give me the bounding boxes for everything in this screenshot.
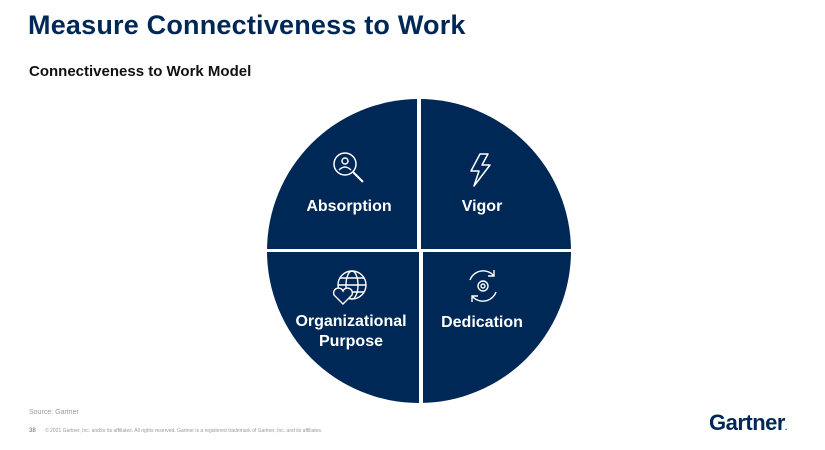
gear-cycle-icon	[469, 270, 497, 302]
dedication-label: Dedication	[441, 314, 523, 331]
gartner-logo: Gartner.	[709, 410, 787, 435]
quadrant-vigor	[421, 99, 571, 249]
page-number: 38	[29, 428, 36, 434]
lightning-bolt-icon	[470, 153, 491, 187]
quadrant-dedication	[423, 252, 571, 403]
logo-text: Gartner	[709, 410, 785, 435]
vigor-label: Vigor	[462, 198, 503, 215]
page-title: Measure Connectiveness to Work	[28, 10, 466, 40]
source-note: Source: Gartner	[29, 409, 79, 416]
subtitle: Connectiveness to Work Model	[29, 63, 252, 80]
absorption-label: Absorption	[306, 198, 391, 215]
quadrant-organizational-purpose	[267, 252, 419, 403]
purpose-label: Purpose	[319, 333, 383, 350]
globe-heart-icon	[332, 270, 367, 305]
copyright: © 2021 Gartner, Inc. and/or its affiliat…	[45, 428, 323, 434]
magnifier-person-icon	[333, 152, 364, 183]
footer: 38 © 2021 Gartner, Inc. and/or its affil…	[29, 428, 322, 434]
organizational-label: Organizational	[295, 313, 406, 330]
